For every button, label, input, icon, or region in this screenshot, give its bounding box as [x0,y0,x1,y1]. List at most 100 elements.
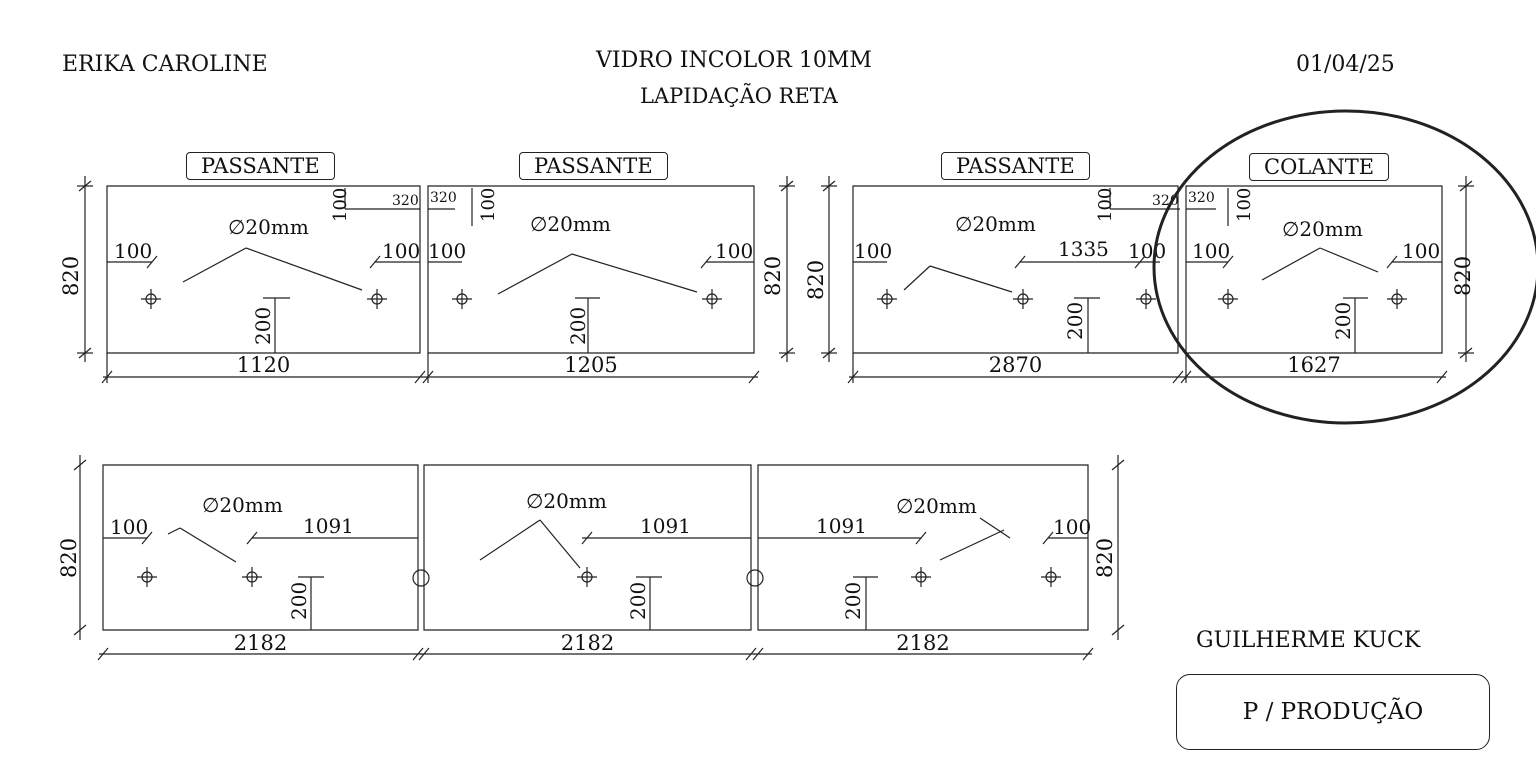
panel-3-height: 820 [804,260,828,300]
corner-offset-320: 320 [430,190,457,206]
vertical-offset-200: 200 [251,307,275,345]
production-stamp-text: P / PRODUÇÃO [1242,699,1424,725]
edge-offset-100: 100 [1192,239,1230,263]
dim-tick [1173,371,1183,383]
finish-subtitle: LAPIDAÇÃO RETA [640,84,838,108]
hole-diameter-label: ∅20mm [526,489,607,513]
client-name: ERIKA CAROLINE [62,52,268,77]
panel-1-height: 820 [59,256,83,296]
panel-top-3 [853,186,1178,353]
panel-bottom-3 [758,465,1088,630]
corner-offset-320: 320 [392,193,419,209]
dim-tick [1223,256,1233,268]
leader-line [1262,248,1320,280]
date-label: 01/04/25 [1296,52,1395,77]
hole-diameter-label: ∅20mm [530,212,611,236]
dim-tick [1437,371,1447,383]
dim-tick [419,648,429,660]
panel-top-2 [428,186,754,353]
leader-line [540,520,580,568]
panel-top-4-width: 1627 [1287,353,1340,377]
dim-tick [147,256,157,268]
dim-tick [1112,460,1124,470]
dim-tick [1083,648,1093,660]
edge-offset-100: 100 [1234,188,1255,222]
dim-tick [916,532,926,544]
edge-offset-100: 100 [1402,239,1440,263]
panel-3-tag: PASSANTE [941,152,1090,180]
spacing-1091: 1091 [640,514,691,538]
spacing-1091: 1091 [303,514,354,538]
dim-tick [1112,625,1124,635]
leader-line [183,248,246,282]
edge-offset-100: 100 [1053,515,1091,539]
panel-top-4 [1186,186,1442,353]
vertical-offset-200: 200 [566,307,590,345]
dim-tick [142,532,152,544]
leader-line [930,266,1012,292]
panel-top-1-width: 1120 [237,353,290,377]
panel-2-height: 820 [761,256,785,296]
edge-offset-100: 100 [1095,188,1116,222]
panel-4-height: 820 [1451,256,1475,296]
hole-diameter-label: ∅20mm [955,212,1036,236]
leader-line [480,520,540,560]
dim-tick [247,532,257,544]
vertical-offset-200: 200 [626,582,650,620]
vertical-offset-200: 200 [1331,302,1355,340]
leader-line [168,528,180,534]
dim-tick [1043,532,1053,544]
leader-line [572,254,697,292]
hole-diameter-label: ∅20mm [202,493,283,517]
leader-line [498,254,572,294]
hole-diameter-label: ∅20mm [228,215,309,239]
joint-connector [747,570,763,586]
edge-offset-100: 100 [330,188,351,222]
corner-offset-320: 320 [1188,190,1215,206]
vertical-offset-200: 200 [287,582,311,620]
edge-offset-100: 100 [110,515,148,539]
dim-tick [74,460,86,470]
panel-bottom-2-width: 2182 [561,631,614,655]
panel-bottom-3-width: 2182 [896,631,949,655]
dim-tick [370,256,380,268]
leader-line [980,518,1010,538]
dim-tick [415,371,425,383]
leader-line [940,530,1004,560]
dim-tick [582,532,592,544]
panel-bottom-1-width: 2182 [234,631,287,655]
leader-line [180,528,236,562]
panel-1-tag: PASSANTE [186,152,335,180]
vertical-offset-200: 200 [841,582,865,620]
vertical-offset-200: 200 [1063,302,1087,340]
corner-offset-320: 320 [1152,193,1179,209]
leader-line [246,248,362,290]
panel-bottom-2 [424,465,751,630]
edge-offset-100: 100 [854,239,892,263]
leader-line [1320,248,1378,272]
panel-top-2-width: 1205 [564,353,617,377]
edge-offset-100: 100 [382,239,420,263]
dim-tick [98,648,108,660]
dim-tick [701,256,711,268]
edge-offset-100: 100 [114,239,152,263]
dim-tick [1015,256,1025,268]
panel-bottom-1 [103,465,418,630]
hole-diameter-label: ∅20mm [1282,217,1363,241]
hole-diameter-label: ∅20mm [896,494,977,518]
dim-tick [753,648,763,660]
joint-connector [413,570,429,586]
dim-tick [749,371,759,383]
leader-line [904,266,930,290]
material-title: VIDRO INCOLOR 10MM [596,48,872,73]
production-stamp: P / PRODUÇÃO [1176,674,1490,750]
edge-offset-100: 100 [1128,239,1166,263]
dim-tick [413,648,423,660]
panel-2-tag: PASSANTE [519,152,668,180]
panel-top-1 [107,186,420,353]
highlight-circle [1154,111,1536,423]
dim-tick [1135,256,1145,268]
designer-name: GUILHERME KUCK [1196,628,1421,653]
edge-offset-100: 100 [715,239,753,263]
